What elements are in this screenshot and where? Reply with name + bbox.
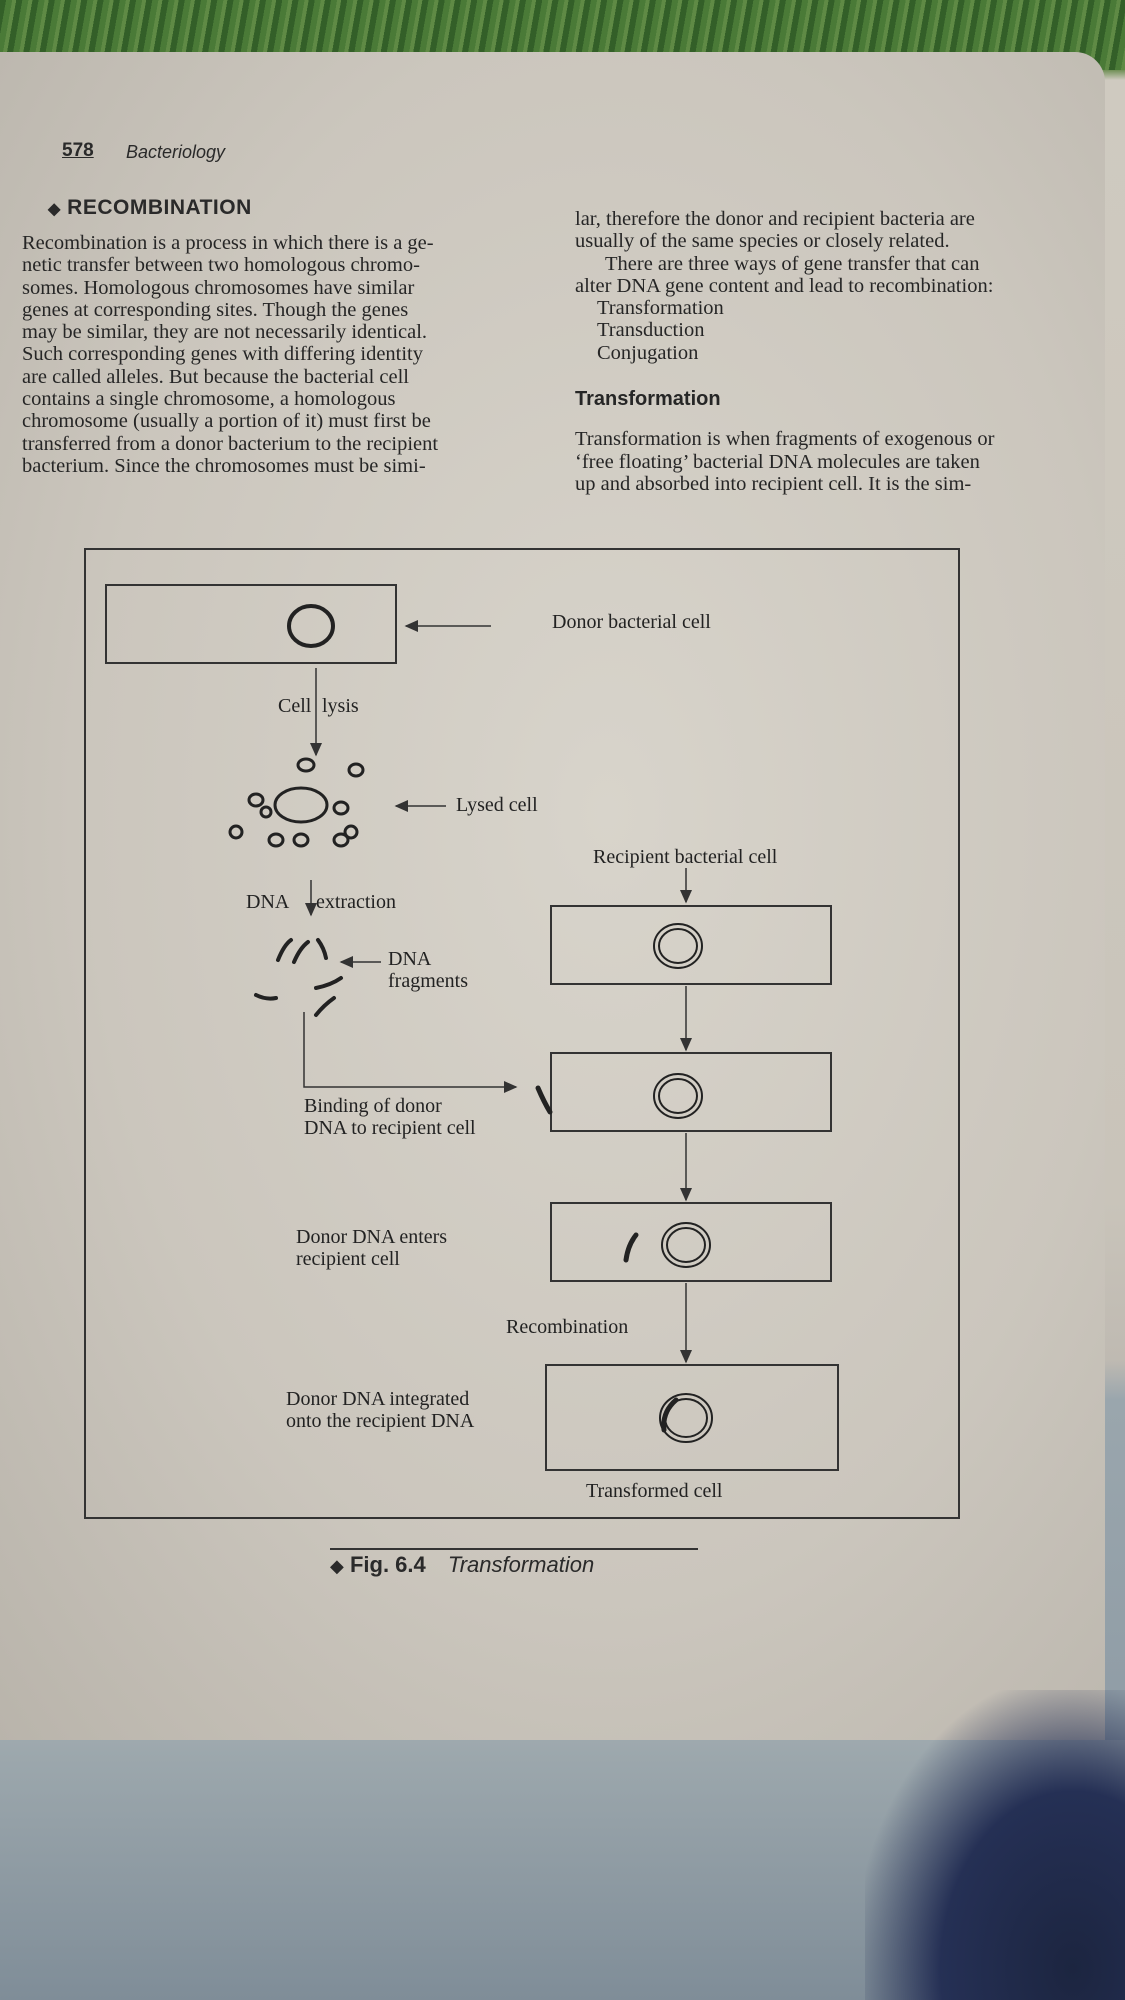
label-dna: DNA	[246, 891, 290, 913]
donor-chromosome-icon	[287, 604, 335, 648]
right-column: lar, therefore the donor and recipient b…	[575, 208, 1085, 495]
lysed-cell-icon	[228, 757, 365, 848]
label-cell: Cell	[278, 695, 312, 717]
label-binding-2: DNA to recipient cell	[304, 1117, 476, 1139]
label-binding-1: Binding of donor	[304, 1095, 442, 1117]
left-line: genes at corresponding sites. Though the…	[22, 298, 409, 321]
left-line: bacterium. Since the chromosomes must be…	[22, 454, 426, 477]
dna-fragments-icon	[254, 938, 343, 1017]
label-integrated-1: Donor DNA integrated	[286, 1388, 470, 1410]
left-line: are called alleles. But because the bact…	[22, 365, 410, 388]
transformation-subheading: Transformation	[575, 388, 721, 411]
transformed-cell-box	[545, 1364, 839, 1471]
right-line: usually of the same species or closely r…	[575, 230, 950, 253]
diamond-bullet-icon: ◆	[48, 201, 61, 218]
hand-shadow	[865, 1690, 1125, 2000]
section-heading-text: RECOMBINATION	[67, 196, 252, 219]
label-lysed-cell: Lysed cell	[456, 794, 538, 816]
caption-title: Transformation	[447, 1552, 595, 1577]
left-column: Recombination is a process in which ther…	[22, 232, 542, 477]
running-header: Bacteriology	[126, 142, 226, 162]
left-line: transferred from a donor bacterium to th…	[22, 432, 439, 455]
left-line: contains a single chromosome, a homologo…	[22, 388, 396, 411]
caption-rule	[330, 1548, 698, 1550]
list-item: Transduction	[597, 319, 705, 342]
book-page	[0, 52, 1105, 1742]
list-item: Transformation	[597, 297, 724, 320]
section-heading: ◆ RECOMBINATION	[48, 196, 252, 220]
right-line: Transformation is when fragments of exog…	[575, 428, 995, 451]
right-line: ‘free floating’ bacterial DNA molecules …	[575, 450, 980, 473]
label-extraction: extraction	[316, 891, 396, 913]
right-line: There are three ways of gene transfer th…	[605, 252, 980, 275]
label-enters-2: recipient cell	[296, 1248, 400, 1270]
caption-number: Fig. 6.4	[349, 1552, 426, 1577]
label-donor-cell: Donor bacterial cell	[552, 611, 711, 633]
caption-diamond-icon: ◆	[330, 1556, 344, 1576]
label-recombination: Recombination	[506, 1316, 629, 1338]
label-dna-fragments-1: DNA	[388, 948, 432, 970]
left-line: chromosome (usually a portion of it) mus…	[22, 410, 431, 433]
label-integrated-2: onto the recipient DNA	[286, 1410, 475, 1432]
left-line: may be similar, they are not necessarily…	[22, 321, 428, 344]
label-dna-fragments-2: fragments	[388, 970, 468, 992]
figure-caption: ◆ Fig. 6.4 Transformation	[330, 1552, 594, 1578]
right-line: up and absorbed into recipient cell. It …	[575, 472, 972, 495]
binding-cell-box	[550, 1052, 832, 1132]
recipient-cell-box	[550, 905, 832, 985]
right-line: lar, therefore the donor and recipient b…	[575, 208, 975, 230]
figure-transformation-diagram: Donor bacterial cell Cell lysis Lysed ce…	[84, 548, 960, 1519]
list-item: Conjugation	[597, 341, 699, 364]
left-line: Recombination is a process in which ther…	[22, 232, 434, 254]
page-number: 578	[62, 140, 94, 161]
donor-cell-box	[105, 584, 397, 664]
label-lysis: lysis	[322, 695, 359, 717]
right-line: alter DNA gene content and lead to recom…	[575, 274, 994, 297]
label-transformed-cell: Transformed cell	[586, 1480, 723, 1502]
entry-cell-box	[550, 1202, 832, 1282]
left-line: netic transfer between two homologous ch…	[22, 254, 420, 277]
label-recipient-cell: Recipient bacterial cell	[593, 846, 778, 868]
diagram-drawing	[105, 584, 839, 1471]
left-line: Such corresponding genes with differing …	[22, 343, 424, 366]
label-enters-1: Donor DNA enters	[296, 1226, 448, 1248]
left-line: somes. Homologous chromosomes have simil…	[22, 276, 415, 299]
